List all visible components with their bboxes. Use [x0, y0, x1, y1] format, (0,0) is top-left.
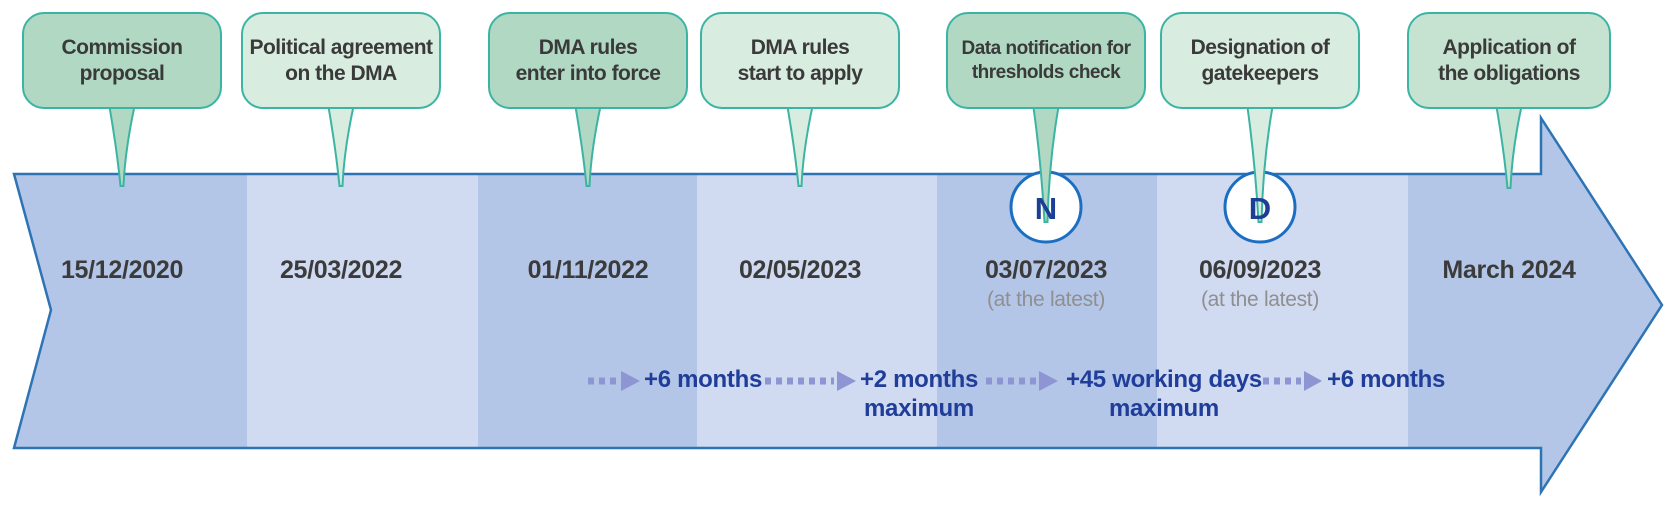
bubble-label-line: start to apply: [737, 61, 863, 85]
bubble-tail: [785, 103, 815, 187]
bubble-tail: [107, 103, 137, 187]
bubble-label-line: Designation of: [1190, 35, 1330, 59]
milestone-date-block: March 2024: [1389, 256, 1629, 288]
timeline-segment: [14, 118, 247, 492]
interval-line: maximum: [864, 394, 974, 422]
bubble-tail: [1494, 103, 1524, 189]
timeline-segment: [247, 118, 478, 492]
bubble-application-obligations: Application of the obligations: [1407, 12, 1611, 109]
interval-line: +6 months: [644, 366, 762, 393]
milestone-date: 02/05/2023: [738, 256, 862, 284]
bubble-label-line: on the DMA: [285, 61, 397, 85]
milestone-date: 06/09/2023: [1198, 256, 1322, 284]
dotted-arrow-head: [1304, 371, 1322, 391]
interval-line: +6 months: [1327, 366, 1445, 393]
badge-letter-d: D: [1248, 191, 1272, 226]
milestone-note: (at the latest): [1200, 288, 1320, 311]
bubble-label-line: enter into force: [515, 61, 661, 85]
milestone-date: 15/12/2020: [60, 256, 184, 284]
dotted-arrow-head: [837, 371, 856, 391]
bubble-label-line: DMA rules: [538, 35, 638, 59]
bubble-political-agreement: Political agreement on the DMA: [241, 12, 441, 109]
bubble-rules-enter-force: DMA rules enter into force: [488, 12, 688, 109]
bubble-tail: [573, 103, 603, 187]
milestone-date: 03/07/2023: [984, 256, 1108, 284]
interval-line: +45 working days: [1066, 366, 1262, 393]
bubble-commission-proposal: Commission proposal: [22, 12, 222, 109]
bubble-label-line: Application of: [1442, 35, 1577, 59]
milestone-date: 01/11/2022: [527, 256, 649, 284]
milestone-date-block: 06/09/2023 (at the latest): [1140, 256, 1380, 312]
bubble-label-line: Data notification for: [961, 38, 1131, 60]
milestone-date: 25/03/2022: [279, 256, 403, 284]
milestone-date-block: 25/03/2022: [221, 256, 461, 288]
bubble-designation-gatekeepers: Designation of gatekeepers: [1160, 12, 1360, 109]
milestone-date-block: 02/05/2023: [680, 256, 920, 288]
interval-line: +2 months: [860, 366, 978, 393]
bubble-tail: [326, 103, 356, 187]
milestone-date-block: 01/11/2022: [468, 256, 708, 288]
bubble-data-notification: Data notification for thresholds check: [946, 12, 1146, 109]
milestone-date: March 2024: [1442, 256, 1576, 284]
bubble-label-line: thresholds check: [971, 61, 1121, 83]
bubble-tail: [1031, 103, 1061, 223]
dotted-arrow-heads: [621, 371, 1322, 391]
badge-letter-n: N: [1034, 191, 1058, 226]
interval-label-45-working-days: +45 working days maximum: [1054, 366, 1274, 424]
bubble-label-line: Political agreement: [249, 35, 433, 59]
milestone-date-block: 15/12/2020: [2, 256, 242, 288]
bubble-label-line: DMA rules: [750, 35, 850, 59]
timeline-segments: [14, 118, 1662, 492]
bubble-label-line: proposal: [79, 61, 165, 85]
arrow-outline: [12, 113, 1664, 497]
dotted-arrow-head: [621, 371, 640, 391]
interval-label-2-months: +2 months maximum: [809, 366, 1029, 424]
timeline-segment: [697, 118, 937, 492]
dotted-arrow-head: [1039, 371, 1058, 391]
milestone-note: (at the latest): [986, 288, 1106, 311]
interval-label-6-months-a: +6 months: [593, 366, 813, 395]
interval-label-6-months-b: +6 months: [1276, 366, 1496, 395]
interval-line: maximum: [1109, 394, 1219, 422]
milestone-date-block: 03/07/2023 (at the latest): [926, 256, 1166, 312]
bubble-label-line: the obligations: [1438, 61, 1580, 85]
bubble-rules-apply: DMA rules start to apply: [700, 12, 900, 109]
bubble-label-line: gatekeepers: [1201, 61, 1319, 85]
bubble-label-line: Commission: [61, 35, 183, 59]
bubble-tail: [1245, 103, 1275, 223]
